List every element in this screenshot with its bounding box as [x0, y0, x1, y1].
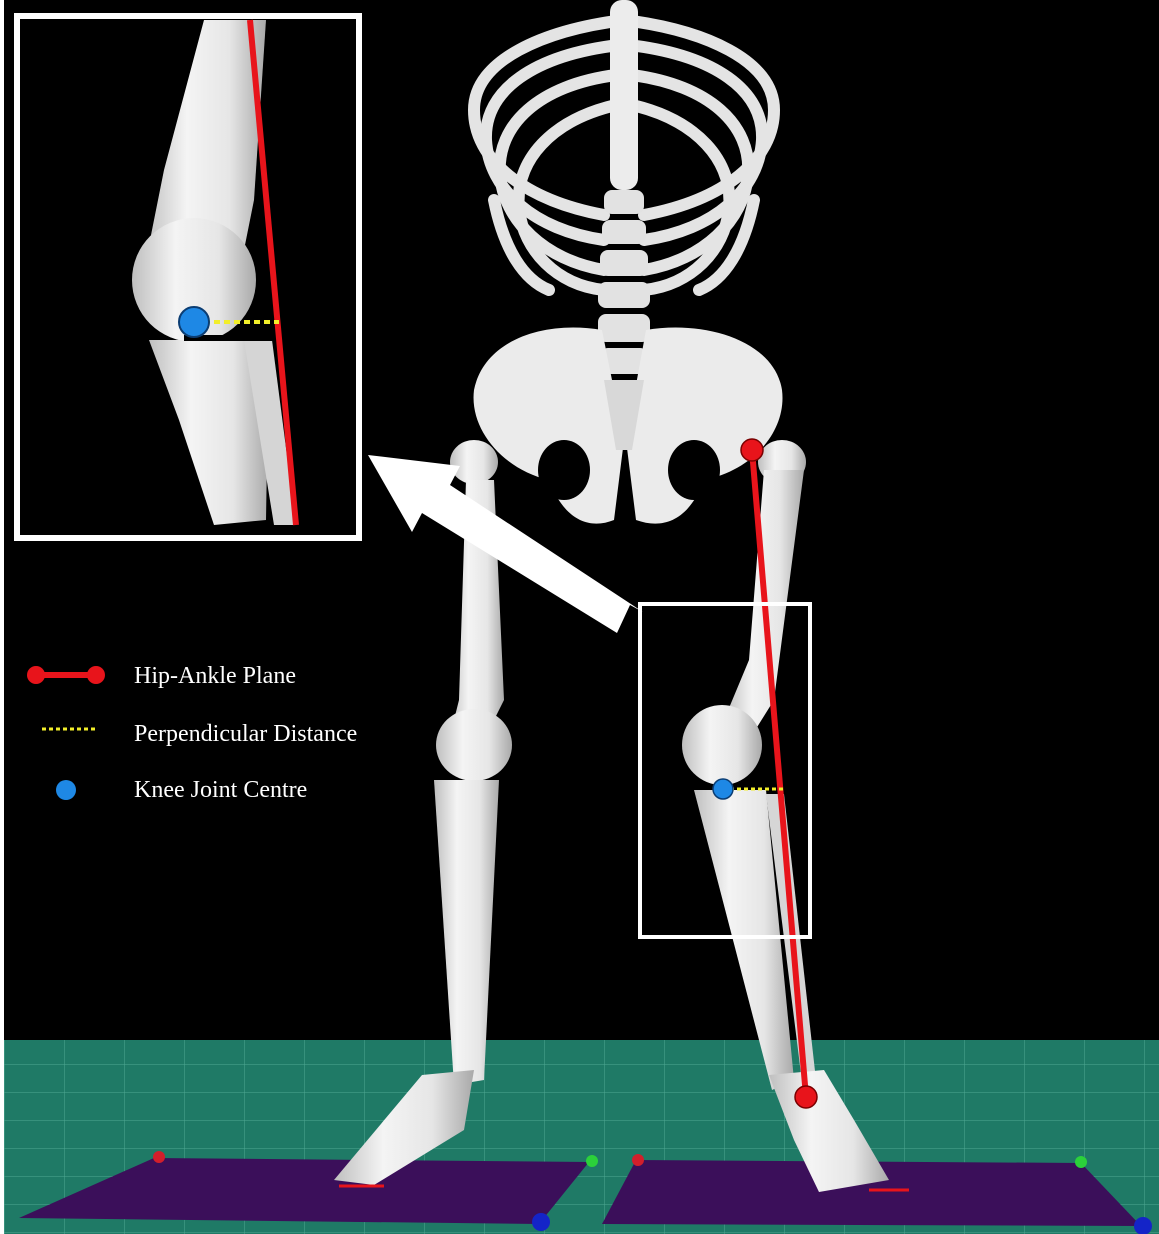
legend-label-perpendicular: Perpendicular Distance [134, 721, 357, 747]
sternum [610, 0, 638, 190]
inset-knee-joint-centre [179, 307, 209, 337]
legend-label-knee: Knee Joint Centre [134, 777, 307, 803]
zoom-inset [17, 16, 359, 538]
knee-joint-centre [713, 779, 733, 799]
hip-marker [741, 439, 763, 461]
skeleton-diagram: Hip-Ankle Plane Perpendicular Distance K… [4, 0, 1159, 1234]
ankle-marker [795, 1086, 817, 1108]
legend-label-hip-ankle: Hip-Ankle Plane [134, 663, 296, 689]
